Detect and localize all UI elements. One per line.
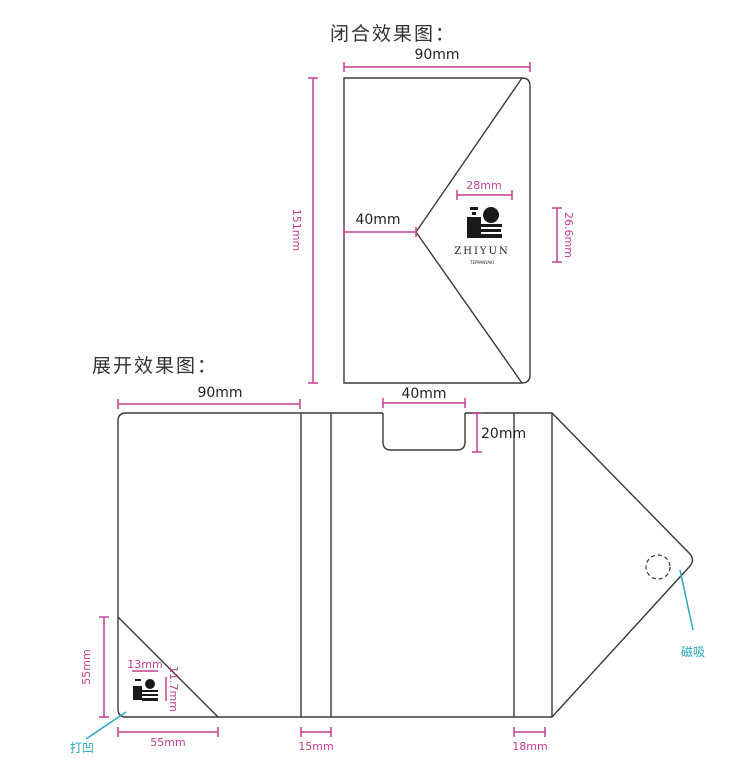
notch-width-dimension: 40mm bbox=[382, 386, 466, 408]
closed-flap-dimension: 40mm bbox=[343, 212, 417, 237]
corner-height-dimension: 55mm bbox=[80, 616, 109, 718]
closed-width-label: 90mm bbox=[414, 47, 459, 63]
spine-label: 15mm bbox=[298, 740, 333, 753]
notch-width-label: 40mm bbox=[401, 386, 446, 402]
small-logo-height-label: 11.7mm bbox=[167, 666, 180, 712]
corner-width-dimension: 55mm bbox=[117, 727, 219, 749]
emboss-note: 打凹 bbox=[70, 741, 94, 755]
magnet-circle-icon bbox=[645, 554, 671, 580]
closed-height-label: 151mm bbox=[290, 209, 303, 251]
closed-width-dimension: 90mm bbox=[343, 47, 531, 72]
logo-width-label: 28mm bbox=[466, 179, 501, 192]
closed-flap-label: 40mm bbox=[355, 212, 400, 228]
expanded-width-dimension: 90mm bbox=[117, 385, 301, 409]
side-dimension: 18mm bbox=[512, 727, 548, 753]
fold-lines bbox=[300, 413, 553, 717]
brand-name: ZHIYUN bbox=[454, 246, 509, 257]
emboss-leader bbox=[85, 711, 127, 740]
spine-dimension: 15mm bbox=[298, 727, 334, 753]
small-logo-icon bbox=[133, 679, 158, 701]
closed-title: 闭合效果图： bbox=[330, 23, 456, 45]
magnet-leader bbox=[679, 569, 694, 631]
logo-width-dimension: 28mm bbox=[456, 179, 513, 200]
thumb-notch bbox=[382, 413, 466, 451]
magnet-note: 磁吸 bbox=[681, 644, 705, 659]
expanded-outline bbox=[117, 412, 694, 718]
notch-depth-label: 20mm bbox=[481, 426, 526, 442]
notch-depth-dimension: 20mm bbox=[472, 412, 526, 453]
closed-height-dimension: 151mm bbox=[290, 77, 318, 384]
expanded-title: 展开效果图： bbox=[92, 355, 218, 377]
brand-subtitle: TEPPANYAKI bbox=[469, 260, 494, 265]
side-label: 18mm bbox=[512, 740, 547, 753]
small-logo-width-dimension: 13mm bbox=[127, 658, 163, 672]
small-logo-width-label: 13mm bbox=[127, 658, 162, 671]
zhiyun-logo-icon bbox=[467, 207, 502, 238]
corner-pocket bbox=[117, 616, 219, 718]
corner-width-label: 55mm bbox=[150, 736, 185, 749]
logo-height-dimension: 26.6mm bbox=[552, 207, 575, 263]
corner-height-label: 55mm bbox=[80, 649, 93, 684]
logo-height-label: 26.6mm bbox=[562, 212, 575, 258]
expanded-width-label: 90mm bbox=[197, 385, 242, 401]
small-logo-height-dimension: 11.7mm bbox=[165, 666, 180, 712]
closed-outline bbox=[343, 77, 531, 384]
